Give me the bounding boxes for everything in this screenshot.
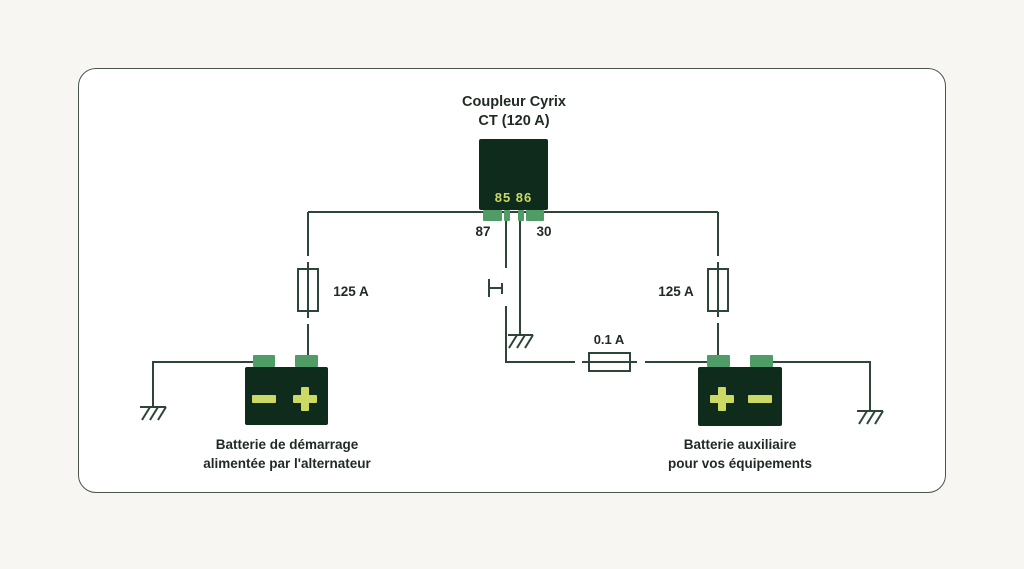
plus-symbol — [710, 387, 734, 411]
left-ground-wire — [152, 361, 253, 407]
aux-battery-terminal-neg — [750, 355, 773, 367]
diagram-card — [78, 68, 946, 493]
relay-tab-30 — [526, 210, 544, 221]
pin85-wire — [505, 221, 575, 363]
right-ground-icon — [857, 410, 884, 425]
control-fuse-symbol — [582, 352, 637, 372]
start-battery-terminal-neg — [253, 355, 275, 367]
diagram-title: Coupleur Cyrix CT (120 A) — [424, 93, 604, 131]
pin-30-label: 30 — [536, 224, 552, 239]
relay-tab-85 — [504, 210, 510, 221]
start-battery-terminal-pos — [295, 355, 318, 367]
aux-battery-body — [698, 367, 782, 426]
center-ground-icon — [508, 334, 534, 349]
pin-87-label: 87 — [475, 224, 491, 239]
right-fuse-label: 125 A — [658, 284, 694, 299]
right-fuse-symbol — [707, 262, 729, 317]
relay-pins-label: 85 86 — [494, 190, 533, 205]
start-battery-caption-line2: alimentée par l'alternateur — [203, 456, 371, 471]
relay-tab-86 — [518, 210, 524, 221]
minus-symbol — [252, 395, 276, 403]
start-assist-button-icon — [488, 279, 503, 297]
left-fuse-symbol — [297, 262, 319, 318]
control-fuse-label: 0.1 A — [593, 332, 625, 347]
aux-battery-terminal-pos — [707, 355, 730, 367]
plus-symbol — [293, 387, 317, 411]
relay-body — [479, 139, 548, 210]
aux-battery-caption: Batterie auxiliaire pour vos équipements — [620, 435, 860, 473]
diagram-title-line2: CT (120 A) — [478, 113, 550, 129]
relay-tab-87 — [483, 210, 502, 221]
aux-battery-caption-line1: Batterie auxiliaire — [683, 437, 797, 452]
start-battery-caption-line1: Batterie de démarrage — [215, 437, 359, 452]
aux-battery-caption-line2: pour vos équipements — [667, 456, 813, 471]
left-ground-icon — [140, 406, 167, 421]
diagram-title-line1: Coupleur Cyrix — [462, 94, 566, 110]
left-fuse-label: 125 A — [333, 284, 369, 299]
start-battery-caption: Batterie de démarrage alimentée par l'al… — [167, 435, 407, 473]
minus-symbol — [748, 395, 772, 403]
right-ground-wire — [773, 361, 871, 411]
